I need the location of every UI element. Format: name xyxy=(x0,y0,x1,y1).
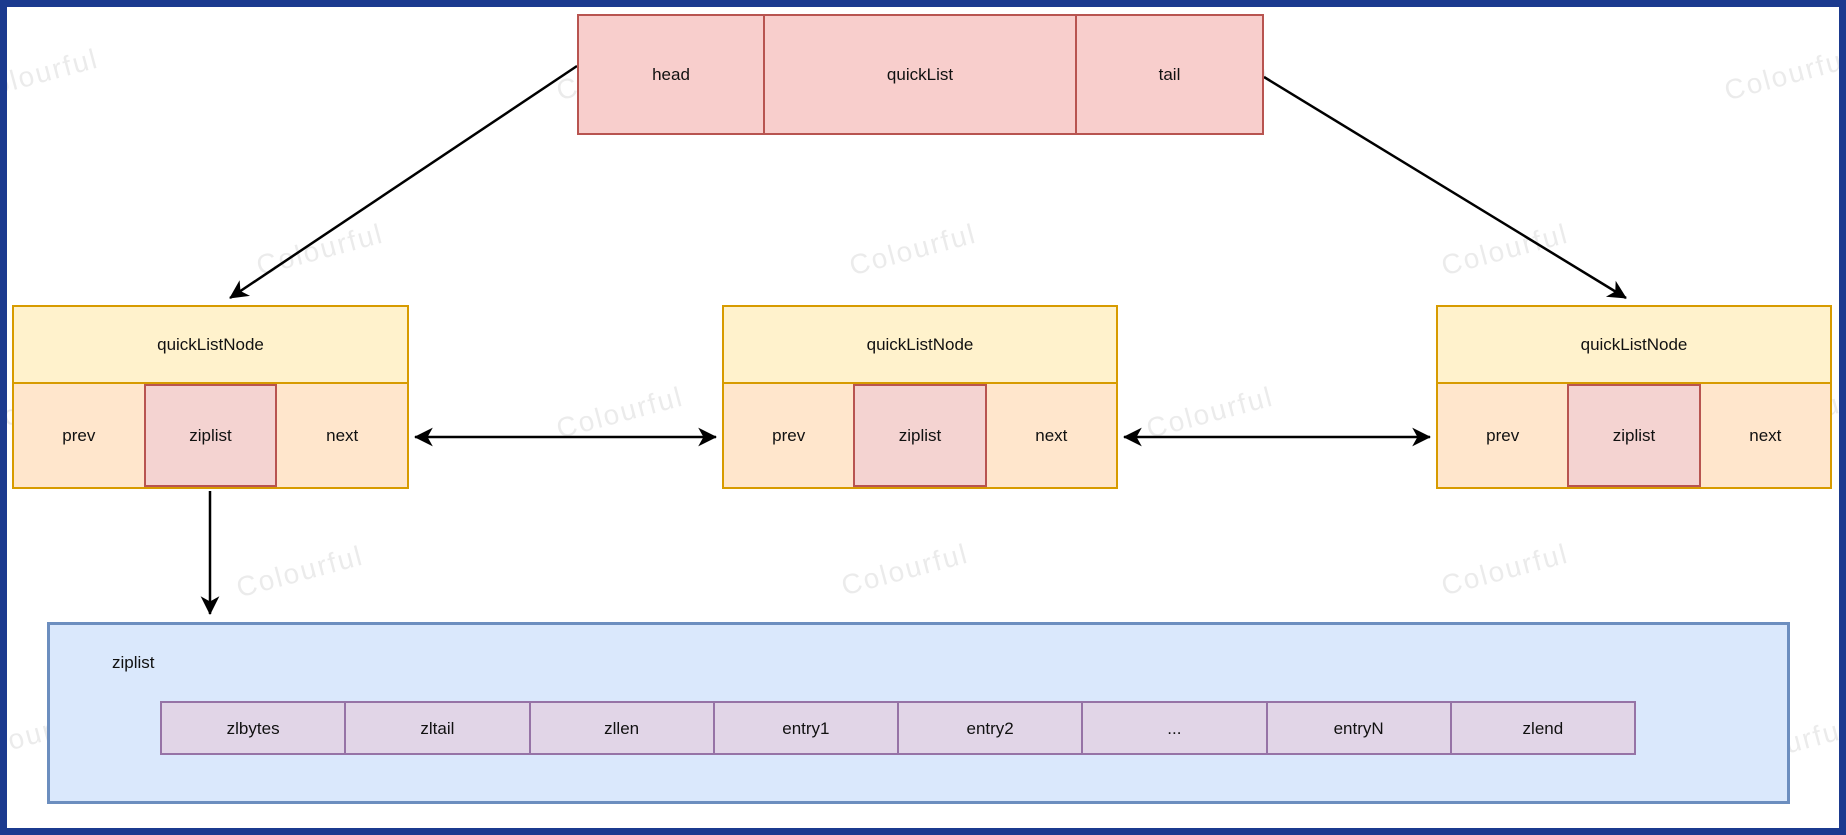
quicklistnode-2-title: quickListNode xyxy=(724,307,1116,384)
ziplist-cell-ellipsis: ... xyxy=(1081,701,1268,755)
node1-cell-prev: prev xyxy=(14,384,144,487)
quicklist-box: head quickList tail xyxy=(577,14,1264,135)
ziplist-row: zlbytes zltail zllen entry1 entry2 ... e… xyxy=(160,701,1636,755)
node1-cell-next: next xyxy=(277,384,408,487)
node1-cell-ziplist: ziplist xyxy=(143,384,278,487)
quicklist-cell-head: head xyxy=(579,16,765,133)
ziplist-cell-entry1: entry1 xyxy=(712,701,899,755)
arrow-head-to-node1 xyxy=(229,64,578,300)
quicklistnode-2: quickListNode prev ziplist next xyxy=(722,305,1118,489)
node2-cell-next: next xyxy=(986,384,1116,487)
quicklistnode-1-title: quickListNode xyxy=(14,307,407,384)
node2-cell-ziplist: ziplist xyxy=(853,384,987,487)
ziplist-cell-zlend: zlend xyxy=(1449,701,1636,755)
node3-cell-ziplist: ziplist xyxy=(1567,384,1701,487)
ziplist-cell-zlbytes: zlbytes xyxy=(160,701,347,755)
ziplist-cell-entryN: entryN xyxy=(1265,701,1452,755)
quicklist-cell-quicklist: quickList xyxy=(765,16,1077,133)
arrow-tail-to-node3 xyxy=(1263,75,1627,300)
ziplist-cell-entry2: entry2 xyxy=(897,701,1084,755)
ziplist-container: ziplist zlbytes zltail zllen entry1 entr… xyxy=(47,622,1790,804)
quicklistnode-1: quickListNode prev ziplist next xyxy=(12,305,409,489)
node3-cell-prev: prev xyxy=(1438,384,1568,487)
node2-cell-prev: prev xyxy=(724,384,854,487)
quicklist-cell-tail: tail xyxy=(1158,65,1181,84)
ziplist-cell-zllen: zllen xyxy=(528,701,715,755)
node3-cell-next: next xyxy=(1700,384,1830,487)
quicklistnode-3: quickListNode prev ziplist next xyxy=(1436,305,1832,489)
quicklistnode-3-title: quickListNode xyxy=(1438,307,1830,384)
ziplist-cell-zltail: zltail xyxy=(344,701,531,755)
ziplist-container-label: ziplist xyxy=(112,653,155,672)
